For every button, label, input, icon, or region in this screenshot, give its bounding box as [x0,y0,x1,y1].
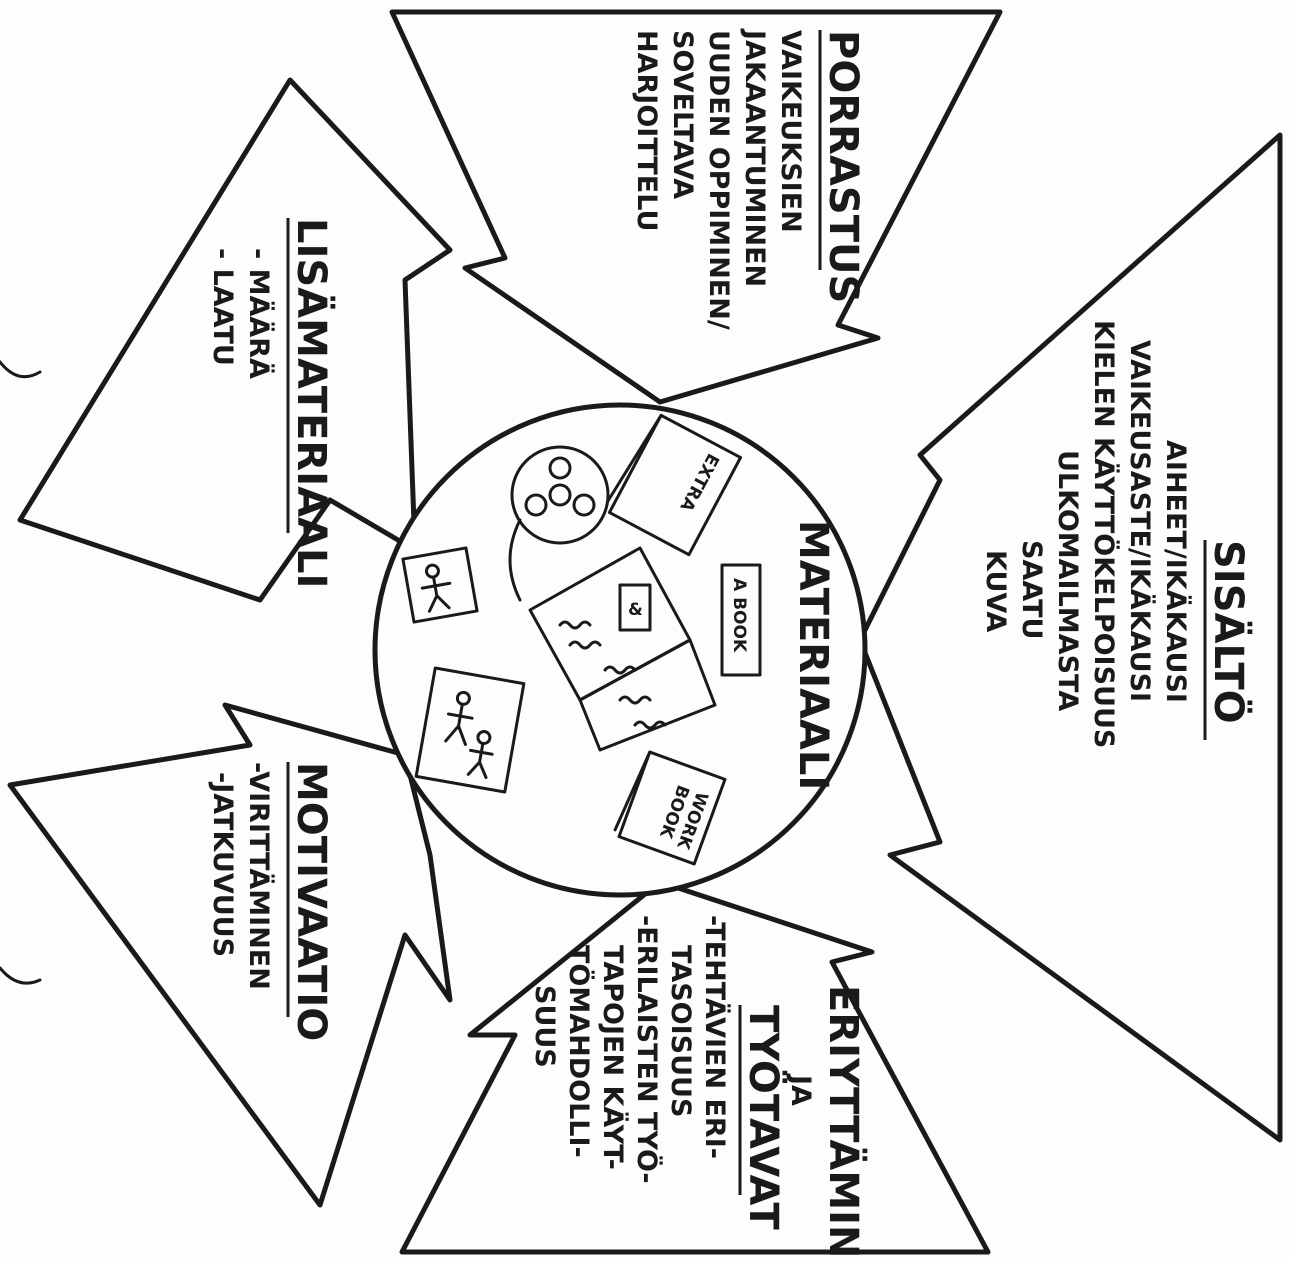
motivaatio-title: MOTIVAATIO [288,762,334,1041]
materiaali-title-group: MATERIAALI [790,520,836,790]
motivaatio-text: MOTIVAATIO -VIRITTÄMINEN -JATKUVUUS [207,762,334,1041]
a-book-label: A BOOK [729,578,749,653]
sisalto-line-1: AIHEET/IKÄKAUSI [1160,440,1192,703]
porrastus-line-1: VAIKEUKSIEN [775,30,806,233]
lisamateriaali-text: LISÄMATERIAALI - MÄÄRÄ - LAATU [207,218,336,588]
porrastus-line-4: SOVELTAVA [667,30,698,199]
materiaali-title: MATERIAALI [790,520,836,790]
arrow-porrastus [389,9,1003,405]
punch-hole-bottom [0,966,42,985]
lisamateriaali-line-2: - LAATU [207,248,238,366]
sisalto-text: SISÄLTÖ AIHEET/IKÄKAUSI VAIKEUSASTE/IKÄK… [980,320,1253,748]
eriyttaminen-line-6: SUUS [529,985,560,1068]
a-book-card: A BOOK [720,563,762,677]
sisalto-line-2: VAIKEUSASTE/IKÄKAUSI [1124,340,1156,702]
eriyttaminen-line-3: -ERILAISTEN TYÖ- [631,915,664,1184]
sisalto-line-6: KUVA [980,550,1011,632]
lisamateriaali-title: LISÄMATERIAALI [288,218,336,588]
porrastus-title: PORRASTUS [820,30,866,303]
eriyttaminen-line-1: -TEHTÄVIEN ERI- [699,915,731,1159]
open-book-icon: & [528,546,717,752]
porrastus-line-5: HARJOITTELU [631,30,662,231]
figure-card-top [401,546,479,624]
workbook-booklet: WORK BOOK [613,750,727,866]
motivaatio-line-1: -VIRITTÄMINEN [243,762,275,990]
sisalto-line-3: KIELEN KÄYTTÖKELPOISUUS [1088,320,1121,748]
extra-booklet: EXTRA [604,413,743,557]
sisalto-line-4: ULKOMAILMASTA [1052,450,1083,711]
eriyttaminen-title-1: ERIYTTÄMINEN [820,985,868,1261]
arrow-eriyttaminen [399,879,991,1255]
eriyttaminen-line-5: TÖMAHDOLLI- [563,945,596,1158]
ampersand-glyph: & [628,600,643,620]
porrastus-line-3: UUDEN OPPIMINEN/ [703,30,734,330]
porrastus-line-2: JAKAANTUMINEN [739,28,770,287]
sisalto-title: SISÄLTÖ [1205,540,1253,724]
eriyttaminen-title-3: TYÖTAVAT [740,1005,788,1230]
arrow-motivaatio [7,702,453,1208]
lisamateriaali-line-1: - MÄÄRÄ [243,248,275,379]
eriyttaminen-title-2: JA [785,1073,816,1106]
eriyttaminen-line-4: TAPOJEN KÄYT- [597,945,629,1170]
motivaatio-line-2: -JATKUVUUS [207,772,238,957]
eriyttaminen-line-2: TASOISUUS [665,945,696,1117]
eriyttaminen-text: ERIYTTÄMINEN JA TYÖTAVAT -TEHTÄVIEN ERI-… [529,915,868,1261]
arrow-sisalto [857,132,1283,1143]
punch-hole-top [0,360,42,379]
arrow-lisamateriaali [17,77,453,603]
figures-card-lower [414,666,526,794]
film-reel-icon [508,445,610,602]
porrastus-text: PORRASTUS VAIKEUKSIEN JAKAANTUMINEN UUDE… [631,28,866,330]
sisalto-line-5: SAATU [1016,540,1047,639]
